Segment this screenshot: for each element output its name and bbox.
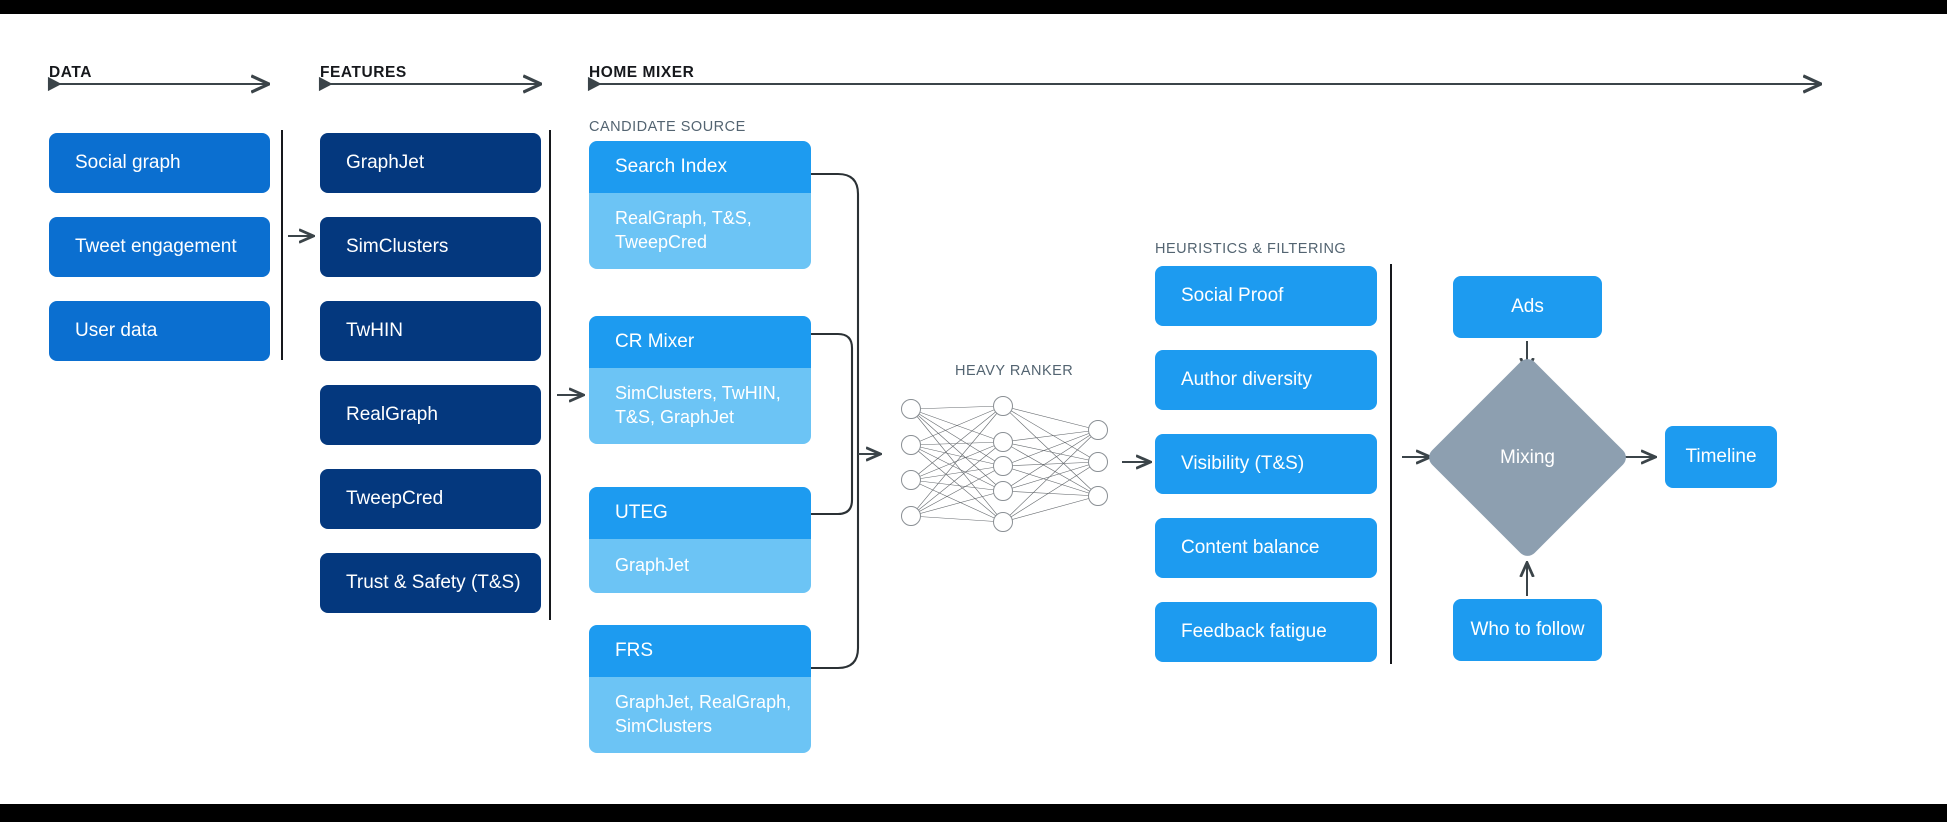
- candidate-source-detail-text: GraphJet, RealGraph, SimClusters: [615, 692, 792, 736]
- feature-box-label: TweepCred: [346, 487, 444, 509]
- sublabel-heavy-ranker: HEAVY RANKER: [955, 363, 1074, 379]
- heuristic-box-label: Feedback fatigue: [1181, 620, 1327, 642]
- feature-box-label: SimClusters: [346, 235, 449, 257]
- output-box-label: Who to follow: [1470, 618, 1585, 640]
- candidate-source-card-uteg[interactable]: UTEG GraphJet: [589, 487, 811, 593]
- feature-box-twhin[interactable]: TwHIN: [320, 301, 541, 361]
- candidate-source-card-frs[interactable]: FRS GraphJet, RealGraph, SimClusters: [589, 625, 811, 753]
- candidate-source-card-title: FRS: [589, 625, 811, 677]
- feature-box-label: TwHIN: [346, 319, 403, 341]
- data-box-label: Tweet engagement: [75, 235, 237, 257]
- divider-heuristics-output: [1390, 264, 1392, 664]
- candidate-source-title-text: CR Mixer: [615, 331, 695, 352]
- letterbox-bottom: [0, 804, 1947, 822]
- diagram-canvas: DATA Social graph Tweet engagement User …: [0, 14, 1947, 804]
- feature-box-trust-safety[interactable]: Trust & Safety (T&S): [320, 553, 541, 613]
- data-box-social-graph[interactable]: Social graph: [49, 133, 270, 193]
- heuristic-box-content-balance[interactable]: Content balance: [1155, 518, 1377, 578]
- candidate-source-card-cr-mixer[interactable]: CR Mixer SimClusters, TwHIN, T&S, GraphJ…: [589, 316, 811, 444]
- candidate-source-card-detail: SimClusters, TwHIN, T&S, GraphJet: [589, 368, 811, 444]
- section-heading-data: DATA: [49, 64, 92, 81]
- feature-box-label: GraphJet: [346, 151, 425, 173]
- candidate-source-card-title: UTEG: [589, 487, 811, 539]
- heuristic-box-visibility[interactable]: Visibility (T&S): [1155, 434, 1377, 494]
- heuristic-box-label: Author diversity: [1181, 368, 1312, 390]
- sublabel-heuristics-filtering: HEURISTICS & FILTERING: [1155, 241, 1347, 257]
- candidate-source-title-text: UTEG: [615, 502, 668, 523]
- candidate-source-detail-text: GraphJet: [615, 555, 690, 576]
- heuristic-box-feedback-fatigue[interactable]: Feedback fatigue: [1155, 602, 1377, 662]
- candidate-source-card-title: CR Mixer: [589, 316, 811, 368]
- heuristic-box-social-proof[interactable]: Social Proof: [1155, 266, 1377, 326]
- mixing-diamond-label: Mixing: [1500, 446, 1555, 468]
- divider-data-features: [281, 130, 283, 360]
- output-box-ads[interactable]: Ads: [1453, 276, 1602, 338]
- heuristic-box-author-diversity[interactable]: Author diversity: [1155, 350, 1377, 410]
- candidate-source-title-text: FRS: [615, 640, 653, 661]
- candidate-source-card-detail: RealGraph, T&S, TweepCred: [589, 193, 811, 269]
- candidate-source-card-detail: GraphJet: [589, 539, 811, 593]
- candidate-source-detail-text: SimClusters, TwHIN, T&S, GraphJet: [615, 383, 781, 427]
- output-box-label: Timeline: [1685, 445, 1757, 467]
- candidate-source-title-text: Search Index: [615, 156, 727, 177]
- divider-features-home: [549, 130, 551, 620]
- feature-box-tweepcred[interactable]: TweepCred: [320, 469, 541, 529]
- data-box-label: User data: [75, 319, 158, 341]
- heuristic-box-label: Visibility (T&S): [1181, 452, 1305, 474]
- feature-box-realgraph[interactable]: RealGraph: [320, 385, 541, 445]
- letterbox-top: [0, 0, 1947, 14]
- section-heading-home-mixer: HOME MIXER: [589, 64, 695, 81]
- candidate-source-card-title: Search Index: [589, 141, 811, 193]
- feature-box-graphjet[interactable]: GraphJet: [320, 133, 541, 193]
- heavy-ranker-network: [901, 396, 1108, 532]
- output-box-who-to-follow[interactable]: Who to follow: [1453, 599, 1602, 661]
- candidate-source-card-search-index[interactable]: Search Index RealGraph, T&S, TweepCred: [589, 141, 811, 269]
- feature-box-simclusters[interactable]: SimClusters: [320, 217, 541, 277]
- heuristic-box-label: Social Proof: [1181, 284, 1284, 306]
- data-box-label: Social graph: [75, 151, 181, 173]
- data-box-user-data[interactable]: User data: [49, 301, 270, 361]
- data-box-tweet-engagement[interactable]: Tweet engagement: [49, 217, 270, 277]
- feature-box-label: RealGraph: [346, 403, 438, 425]
- heuristic-box-label: Content balance: [1181, 536, 1320, 558]
- output-box-timeline[interactable]: Timeline: [1665, 426, 1777, 488]
- output-box-label: Ads: [1511, 295, 1544, 317]
- candidate-source-detail-text: RealGraph, T&S, TweepCred: [615, 208, 752, 252]
- sublabel-candidate-source: CANDIDATE SOURCE: [589, 119, 746, 135]
- candidate-source-card-detail: GraphJet, RealGraph, SimClusters: [589, 677, 811, 753]
- section-heading-features: FEATURES: [320, 64, 407, 81]
- feature-box-label: Trust & Safety (T&S): [346, 571, 521, 593]
